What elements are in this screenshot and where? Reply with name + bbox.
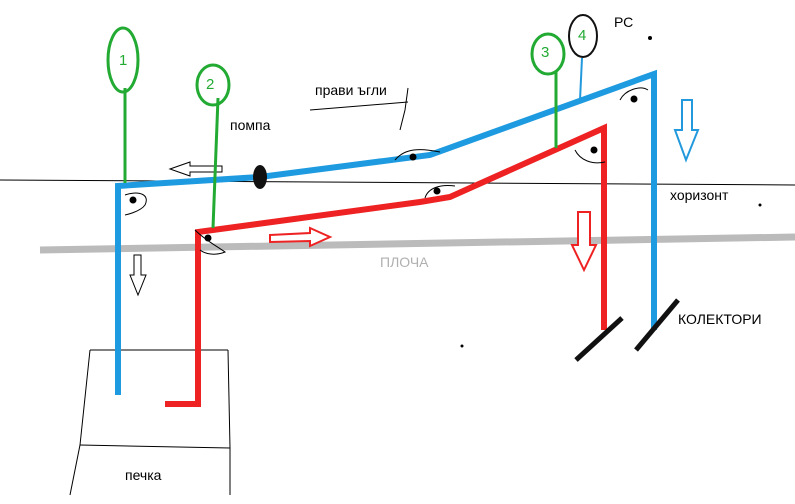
dot — [648, 36, 652, 40]
dot — [758, 203, 762, 207]
marker-4: 4 — [568, 14, 598, 101]
down-arrow-icon — [570, 211, 598, 273]
horizon-label: хоризонт — [670, 187, 729, 203]
right-angles-label: прави ъгли — [315, 82, 387, 98]
svg-text:4: 4 — [578, 27, 586, 44]
svg-text:1: 1 — [119, 52, 127, 69]
left-arrow-icon — [168, 161, 223, 177]
svg-text:2: 2 — [206, 76, 214, 93]
right-arrow-icon — [269, 226, 333, 248]
collectors-label: КОЛЕКТОРИ — [678, 311, 762, 327]
stove-label: печка — [125, 467, 162, 483]
horizon-line — [0, 179, 795, 186]
pump-label: помпа — [230, 117, 271, 133]
pump-icon — [253, 165, 267, 189]
collector-marks — [574, 298, 680, 362]
pc-label: РС — [614, 14, 633, 30]
slab-line — [39, 233, 795, 254]
down-arrow-icon — [129, 254, 147, 297]
marker-2: 2 — [195, 63, 231, 229]
supply-pipe — [165, 123, 607, 407]
return-pipe — [115, 69, 657, 395]
stove-box — [69, 349, 231, 496]
dot — [460, 344, 464, 348]
slab-label: ПЛОЧА — [380, 254, 429, 270]
marker-3: 3 — [530, 32, 566, 148]
down-arrow-icon — [673, 99, 700, 163]
marker-1: 1 — [106, 26, 140, 183]
right-angle-icon — [124, 87, 649, 255]
svg-text:3: 3 — [541, 44, 549, 61]
